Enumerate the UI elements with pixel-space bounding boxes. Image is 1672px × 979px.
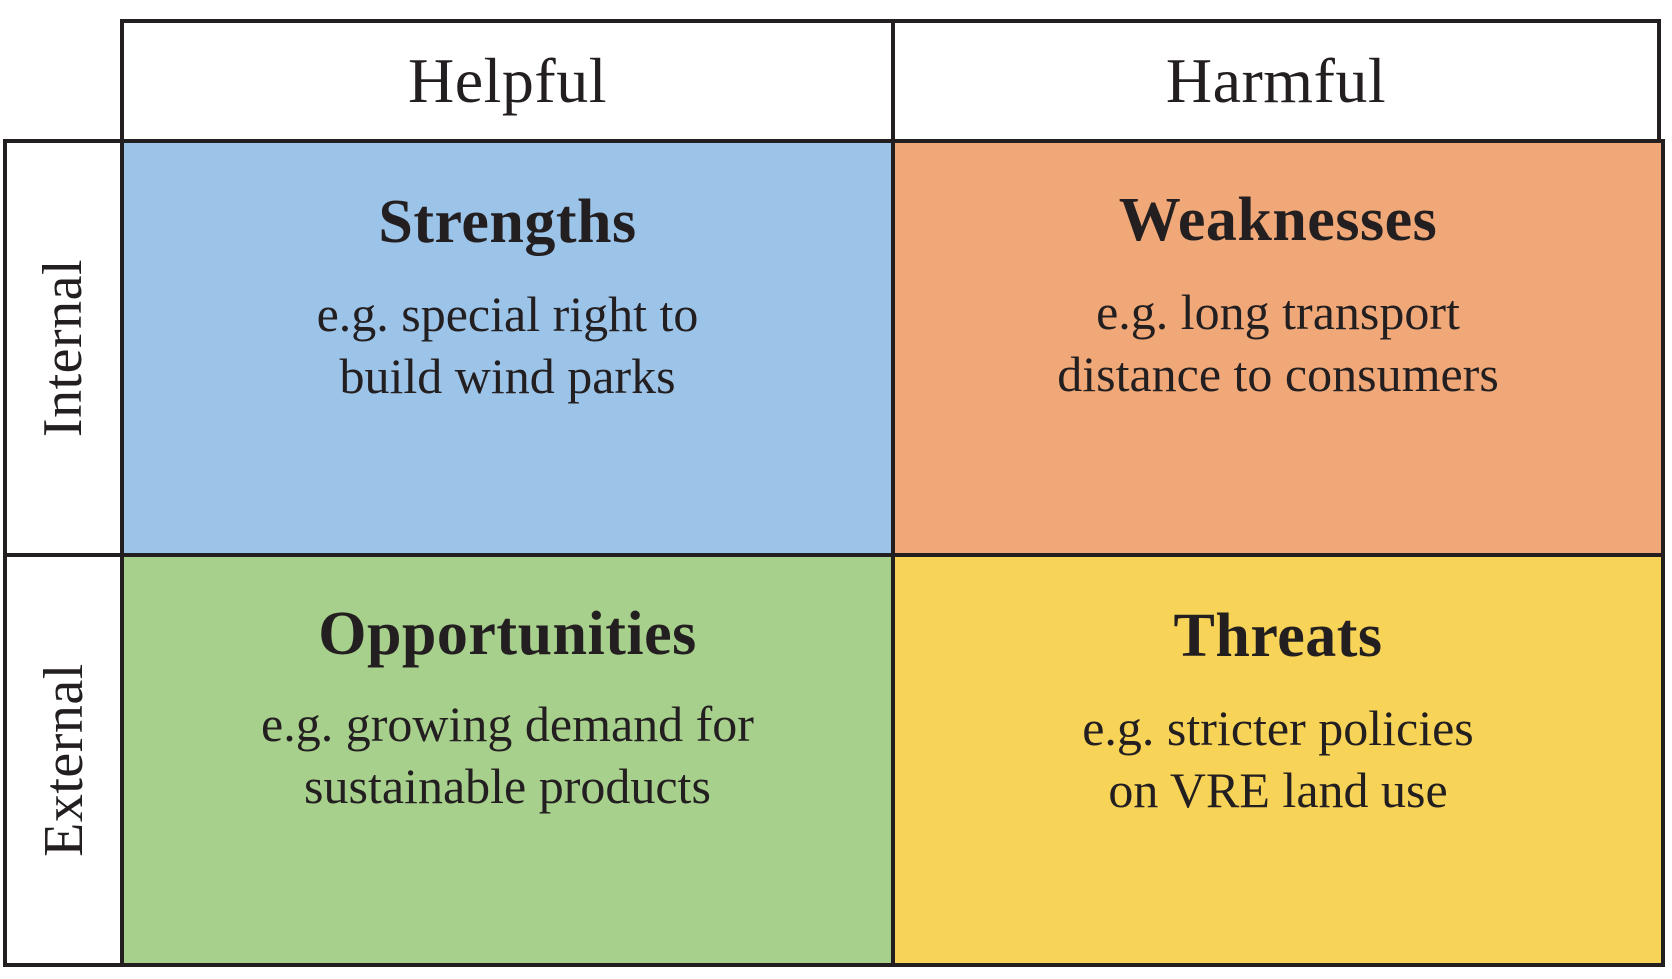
quadrant-threats: Threats e.g. stricter policies on VRE la… (891, 553, 1665, 967)
quadrant-grid: Strengths e.g. special right to build wi… (120, 139, 1665, 967)
quadrant-opportunities-line-1: e.g. growing demand for (261, 696, 754, 752)
quadrant-weaknesses: Weaknesses e.g. long transport distance … (891, 139, 1665, 557)
quadrant-threats-body: e.g. stricter policies on VRE land use (1082, 697, 1474, 821)
quadrant-weaknesses-line-1: e.g. long transport (1096, 284, 1460, 340)
quadrant-opportunities-title: Opportunities (318, 600, 697, 668)
quadrant-threats-title: Threats (1173, 602, 1383, 670)
row-header-column: Internal External (3, 139, 124, 967)
row-header-external: External (3, 553, 124, 967)
quadrant-strengths: Strengths e.g. special right to build wi… (120, 139, 895, 557)
quadrant-strengths-title: Strengths (378, 188, 637, 256)
column-header-helpful-label: Helpful (408, 45, 607, 116)
quadrant-opportunities-line-2: sustainable products (304, 758, 711, 814)
quadrant-opportunities-body: e.g. growing demand for sustainable prod… (261, 693, 754, 817)
column-header-harmful-label: Harmful (1165, 45, 1387, 116)
quadrant-opportunities: Opportunities e.g. growing demand for su… (120, 553, 895, 967)
quadrant-strengths-line-1: e.g. special right to (316, 286, 699, 342)
row-header-external-label: External (32, 663, 95, 857)
row-header-internal-label: Internal (32, 258, 95, 438)
quadrant-weaknesses-body: e.g. long transport distance to consumer… (1057, 281, 1499, 405)
row-header-internal: Internal (3, 139, 124, 557)
quadrant-threats-line-2: on VRE land use (1108, 762, 1448, 818)
quadrant-strengths-body: e.g. special right to build wind parks (317, 283, 699, 407)
column-header-helpful: Helpful (120, 19, 895, 143)
quadrant-weaknesses-line-2: distance to consumers (1057, 346, 1499, 402)
column-header-harmful: Harmful (891, 19, 1661, 143)
quadrant-strengths-line-2: build wind parks (339, 348, 676, 404)
quadrant-weaknesses-title: Weaknesses (1118, 186, 1438, 254)
quadrant-threats-line-1: e.g. stricter policies (1082, 700, 1474, 756)
column-header-row: Helpful Harmful (120, 19, 1665, 143)
